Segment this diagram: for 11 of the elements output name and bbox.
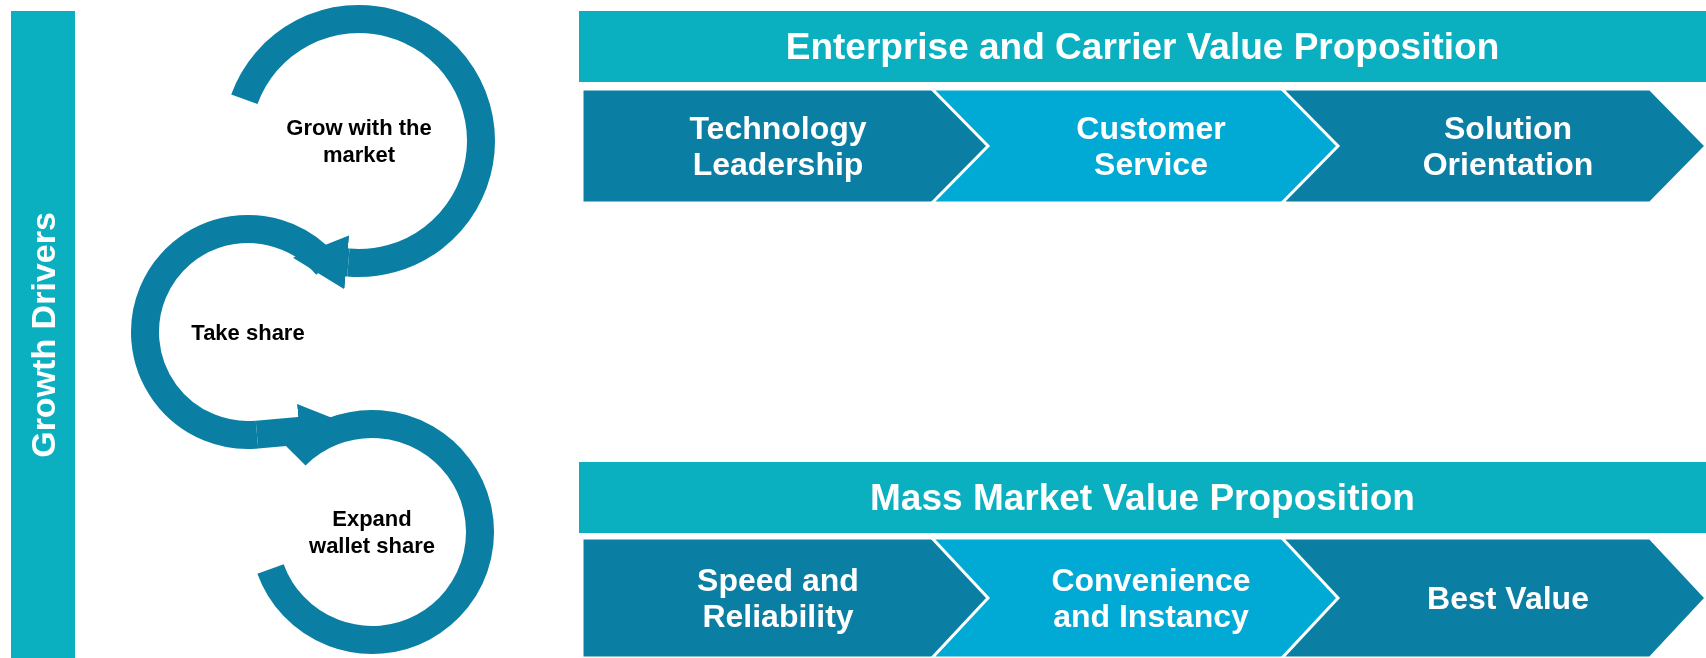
band-title: Growth Drivers [23,211,63,458]
banner-title: Mass Market Value Proposition [870,476,1415,519]
banner-title: Enterprise and Carrier Value Proposition [785,25,1500,68]
cycle-label: Take share [190,318,306,346]
vertical-band [11,11,75,658]
arrow [293,235,350,290]
header-banner [579,462,1706,533]
chevron-label: Best Value [1383,580,1633,616]
cycle-label: Expand wallet share [308,505,436,559]
cycle-label: Grow with the market [286,114,432,168]
header-banner [579,11,1706,82]
